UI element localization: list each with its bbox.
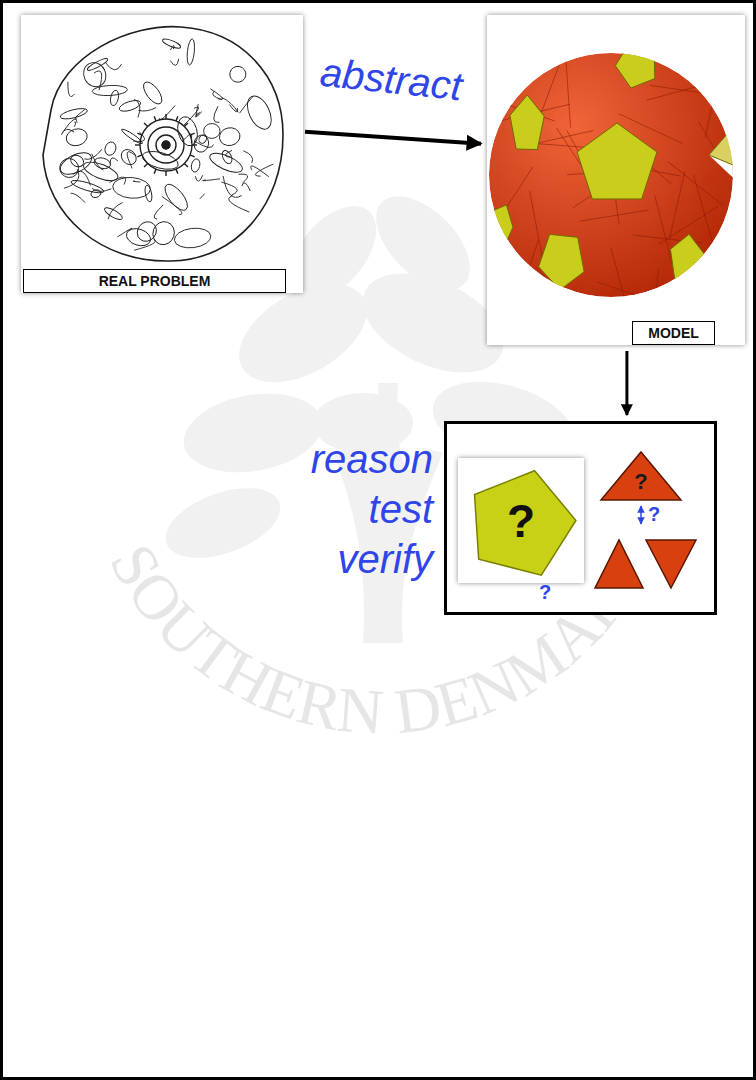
image-caption: MODEL bbox=[632, 321, 715, 345]
flow-arrow bbox=[305, 132, 481, 144]
polyhedron-face bbox=[670, 234, 704, 282]
question-mark: ? bbox=[458, 496, 584, 546]
flow-arrow bbox=[625, 351, 628, 415]
double-arrow bbox=[640, 506, 642, 524]
relation-question: ? bbox=[539, 581, 551, 603]
polyhedron-notch bbox=[709, 110, 745, 193]
polyhedron-face bbox=[510, 95, 544, 150]
polyhedron-face bbox=[615, 42, 654, 88]
watermark-leaf bbox=[359, 179, 486, 306]
watermark-leaf bbox=[156, 474, 289, 571]
question-mark: ? bbox=[599, 470, 683, 494]
polyhedron bbox=[487, 42, 745, 345]
engine-lines bbox=[43, 27, 283, 261]
image-caption: REAL PROBLEM bbox=[23, 269, 286, 293]
model-card: MODEL bbox=[487, 15, 745, 345]
polyhedron-face bbox=[577, 123, 657, 199]
pentagon-shape: ? bbox=[458, 458, 584, 583]
triangle-shape: ? bbox=[599, 450, 683, 502]
real-problem-card: REAL PROBLEM bbox=[21, 15, 303, 293]
triangle bbox=[595, 540, 643, 588]
edge-label: abstract bbox=[318, 50, 464, 109]
relation-question: ? bbox=[648, 503, 660, 525]
polyhedron-illustration bbox=[487, 15, 745, 345]
polyhedron-face bbox=[539, 234, 584, 290]
side-heading: reason test verify bbox=[311, 434, 433, 584]
reasoning-box: reason test verify?? bbox=[444, 421, 717, 615]
polyhedron-inner-face bbox=[709, 125, 735, 165]
triangle bbox=[646, 540, 696, 588]
engine-illustration bbox=[21, 15, 303, 293]
watermark-leaf bbox=[177, 383, 328, 482]
polyhedron-face bbox=[492, 205, 512, 247]
